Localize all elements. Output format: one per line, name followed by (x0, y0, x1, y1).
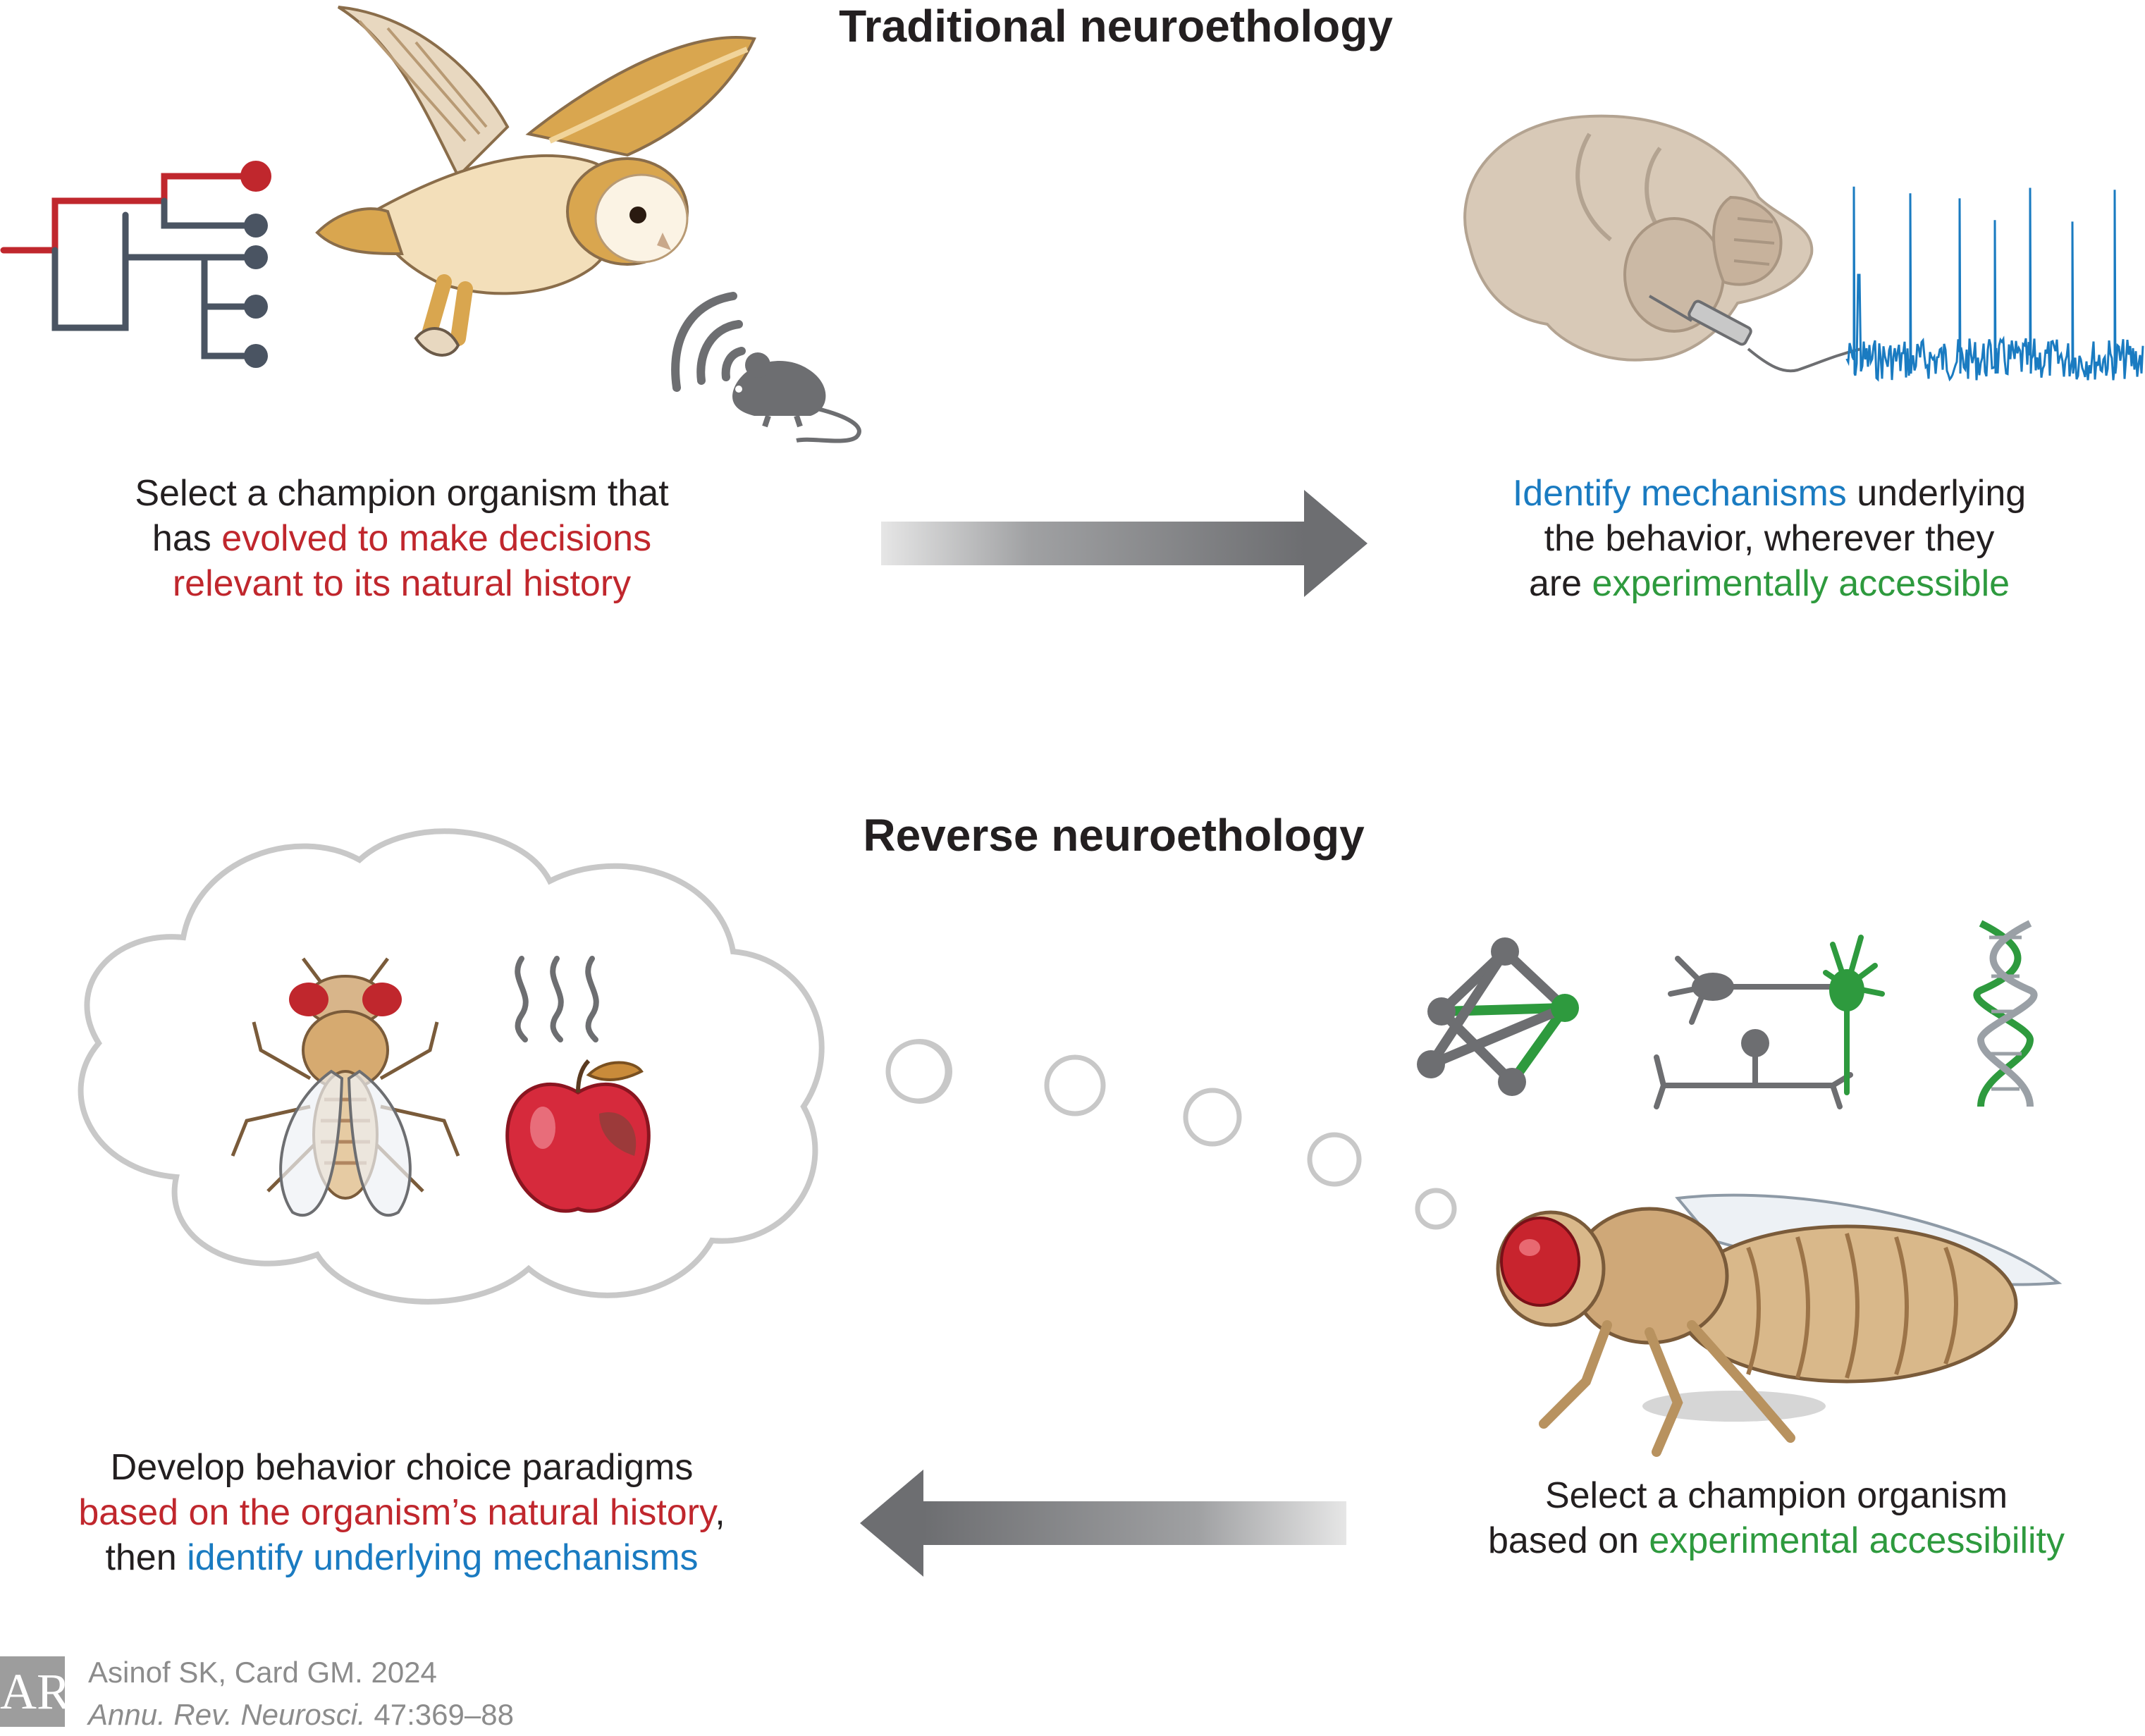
caption-highlight: evolved to make decisions (221, 518, 652, 559)
electrode-icon (1648, 295, 1862, 373)
caption-text: has (152, 518, 222, 559)
reverse-left-caption: Develop behavior choice paradigms based … (42, 1445, 761, 1580)
citation: Asinof SK, Card GM. 2024 Annu. Rev. Neur… (88, 1651, 514, 1736)
traditional-left-caption: Select a champion organism that has evol… (92, 471, 712, 606)
spike-trace-line (1845, 186, 2144, 382)
spike-trace-icon (1845, 186, 2144, 382)
traditional-title: Traditional neuroethology (839, 1, 1393, 51)
reverse-title: Reverse neuroethology (863, 810, 1365, 861)
caption-line: the behavior, wherever they (1544, 518, 1995, 559)
dna-icon (1973, 920, 2038, 1107)
caption-text: , (715, 1492, 725, 1533)
citation-authors: Asinof SK, Card GM. 2024 (88, 1656, 437, 1689)
smell-waves-icon (515, 956, 599, 1042)
caption-highlight: based on the organism’s natural history (78, 1492, 715, 1533)
caption-highlight: relevant to its natural history (172, 563, 632, 604)
caption-text: are (1528, 563, 1592, 604)
brain-icon (1463, 114, 1814, 362)
annual-reviews-logo: AR (0, 1656, 70, 1727)
caption-text: underlying (1846, 473, 2027, 514)
thought-cloud-icon (78, 828, 952, 1305)
arrow-left-icon (860, 1470, 1346, 1577)
citation-volume: 47:369–88 (365, 1698, 514, 1731)
sound-waves-icon (671, 292, 746, 392)
mouse-icon (732, 352, 861, 443)
barn-owl-icon (315, 6, 756, 357)
arrow-right-icon (881, 490, 1367, 597)
apple-icon (505, 1059, 651, 1213)
fruit-fly-icon (231, 957, 460, 1217)
caption-highlight: identify underlying mechanisms (187, 1537, 699, 1578)
reverse-right-caption: Select a champion organism based on expe… (1452, 1473, 2101, 1563)
caption-highlight: Identify mechanisms (1512, 473, 1847, 514)
network-graph-icon (1417, 937, 1579, 1096)
caption-line: Develop behavior choice paradigms (110, 1447, 694, 1488)
caption-line: Select a champion organism that (135, 473, 669, 514)
neurons-icon (1654, 935, 1885, 1109)
thought-bubbles (885, 1039, 1457, 1230)
fly-side-icon (1496, 1193, 2063, 1457)
traditional-right-caption: Identify mechanisms underlying the behav… (1466, 471, 2072, 606)
phylogenetic-tree-icon (0, 161, 271, 368)
citation-journal: Annu. Rev. Neurosci. (88, 1698, 366, 1731)
caption-text: based on (1488, 1520, 1649, 1561)
caption-line: Select a champion organism (1544, 1475, 2008, 1516)
caption-highlight: experimental accessibility (1649, 1520, 2065, 1561)
caption-highlight: experimentally accessible (1592, 563, 2010, 604)
caption-text: then (105, 1537, 188, 1578)
